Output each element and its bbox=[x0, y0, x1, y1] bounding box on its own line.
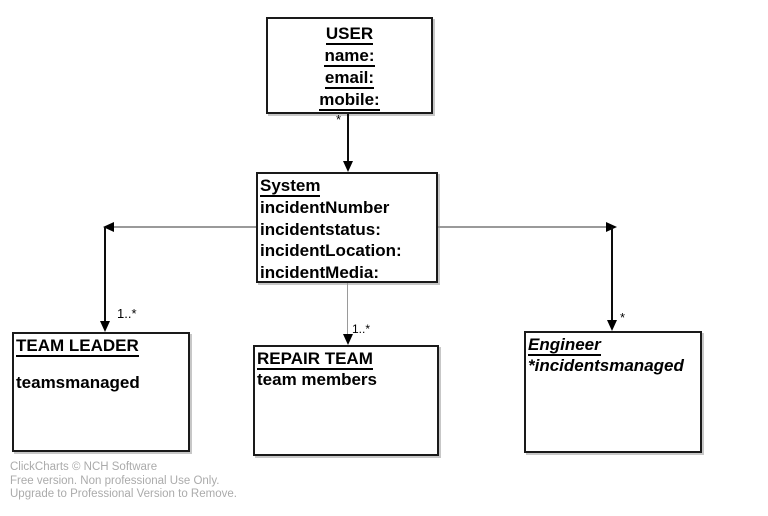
edge-user-system-line[interactable] bbox=[347, 114, 349, 163]
arrowhead-down-icon bbox=[343, 334, 353, 345]
class-node-system[interactable]: System incidentNumber incidentstatus: in… bbox=[256, 172, 438, 283]
multiplicity-label: * bbox=[620, 310, 626, 325]
watermark-line: Free version. Non professional Use Only. bbox=[10, 474, 220, 487]
edge-system-repairteam-line[interactable] bbox=[347, 283, 348, 335]
clickcharts-watermark: ClickCharts © NCH Software Free version.… bbox=[10, 461, 237, 502]
arrowhead-down-icon bbox=[607, 320, 617, 331]
class-node-title: REPAIR TEAM bbox=[257, 349, 373, 370]
edge-system-teamleader-vline[interactable] bbox=[104, 227, 106, 322]
class-field: incidentNumber bbox=[260, 198, 390, 217]
class-field: incidentLocation: bbox=[260, 241, 402, 260]
multiplicity-label: 1..* bbox=[117, 306, 137, 321]
class-field: email: bbox=[324, 68, 375, 89]
class-node-title: Engineer bbox=[528, 335, 601, 356]
blank-row bbox=[16, 357, 186, 373]
arrowhead-down-icon bbox=[100, 321, 110, 332]
class-node-title: System bbox=[260, 176, 321, 197]
multiplicity-label: * bbox=[336, 112, 342, 127]
class-node-team-leader[interactable]: TEAM LEADER teamsmanaged bbox=[12, 332, 190, 452]
class-field: incidentMedia: bbox=[260, 262, 380, 282]
class-field: teamsmanaged bbox=[16, 373, 140, 392]
arrowhead-down-icon bbox=[343, 161, 353, 172]
class-node-title: TEAM LEADER bbox=[16, 336, 139, 357]
class-node-user[interactable]: USER name: email: mobile: bbox=[266, 17, 433, 114]
watermark-line: Upgrade to Professional Version to Remov… bbox=[10, 488, 237, 500]
class-field: mobile: bbox=[319, 90, 380, 111]
class-field: team members bbox=[257, 370, 378, 389]
edge-system-engineer-vline[interactable] bbox=[611, 227, 613, 321]
watermark-line: ClickCharts © NCH Software bbox=[10, 461, 158, 473]
class-node-engineer[interactable]: Engineer *incidentsmanaged bbox=[524, 331, 702, 453]
edge-system-engineer-hline[interactable] bbox=[438, 226, 608, 228]
class-field: name: bbox=[324, 46, 375, 67]
multiplicity-label: 1..* bbox=[352, 322, 371, 336]
class-field: *incidentsmanaged bbox=[528, 356, 684, 375]
arrowhead-left-icon bbox=[103, 222, 114, 232]
class-node-repair-team[interactable]: REPAIR TEAM team members bbox=[253, 345, 439, 456]
edge-system-teamleader-hline[interactable] bbox=[106, 226, 256, 228]
class-node-title: USER bbox=[325, 24, 374, 45]
class-field: incidentstatus: bbox=[260, 219, 381, 239]
